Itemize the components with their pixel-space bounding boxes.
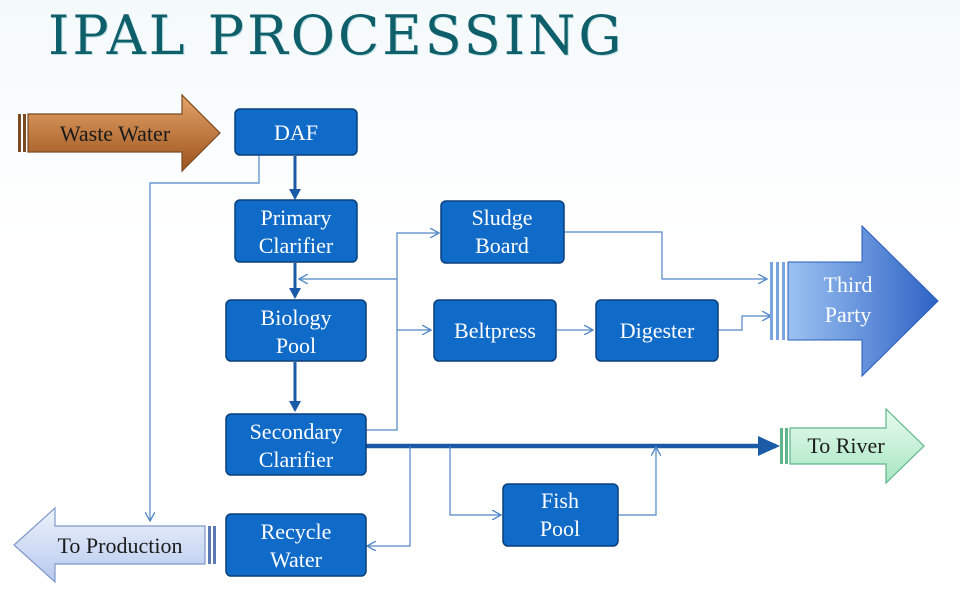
recycle-water-label-line2: Water <box>270 547 323 572</box>
to-production-label: To Production <box>58 533 183 558</box>
digester-label: Digester <box>620 318 695 343</box>
daf-to-production-line <box>150 142 260 520</box>
fish-pool-label-line2: Pool <box>540 516 580 541</box>
fish-pool-box: Fish Pool <box>502 483 619 547</box>
recycle-water-box: Recycle Water <box>225 513 367 577</box>
beltpress-box: Beltpress <box>433 299 557 362</box>
primary-clarifier-label-line1: Primary <box>261 205 332 230</box>
secondary-clarifier-box: Secondary Clarifier <box>225 413 367 476</box>
beltpress-label: Beltpress <box>454 318 536 343</box>
waste-water-arrow: Waste Water <box>18 93 221 173</box>
fish-pool-to-river-line <box>618 448 656 516</box>
secondary-clarifier-label-line2: Clarifier <box>259 447 334 472</box>
sludge-board-label-line2: Board <box>475 233 529 258</box>
daf-label: DAF <box>274 120 318 145</box>
page-title: IPAL PROCESSING <box>48 4 625 67</box>
sludge-board-label-line1: Sludge <box>471 205 532 230</box>
third-party-arrow: Third Party <box>770 224 939 378</box>
daf-box: DAF <box>234 108 358 156</box>
connectors <box>150 142 780 546</box>
primary-clarifier-label-line2: Clarifier <box>259 233 334 258</box>
third-party-label-line2: Party <box>825 302 871 327</box>
digester-box: Digester <box>595 299 719 362</box>
to-river-label: To River <box>807 433 885 458</box>
fish-pool-label-line1: Fish <box>541 488 579 513</box>
biology-pool-label-line2: Pool <box>276 333 316 358</box>
sludge-board-box: Sludge Board <box>440 200 565 264</box>
secondary-clarifier-label-line1: Secondary <box>250 419 343 444</box>
third-party-label-line1: Third <box>824 272 873 297</box>
biology-pool-label-line1: Biology <box>261 305 332 330</box>
waste-water-label: Waste Water <box>60 121 171 146</box>
secondary-to-sludge-line <box>366 233 438 431</box>
to-recycle-water-line <box>368 446 411 546</box>
biology-pool-box: Biology Pool <box>225 299 367 362</box>
to-fish-pool-line <box>449 446 500 515</box>
to-river-arrow: To River <box>780 407 925 485</box>
digester-to-third-party-line <box>718 316 770 331</box>
sludge-to-third-party-line <box>564 231 766 279</box>
recycle-water-label-line1: Recycle <box>261 519 332 544</box>
primary-clarifier-box: Primary Clarifier <box>234 199 358 263</box>
to-production-arrow: To Production <box>13 506 216 584</box>
